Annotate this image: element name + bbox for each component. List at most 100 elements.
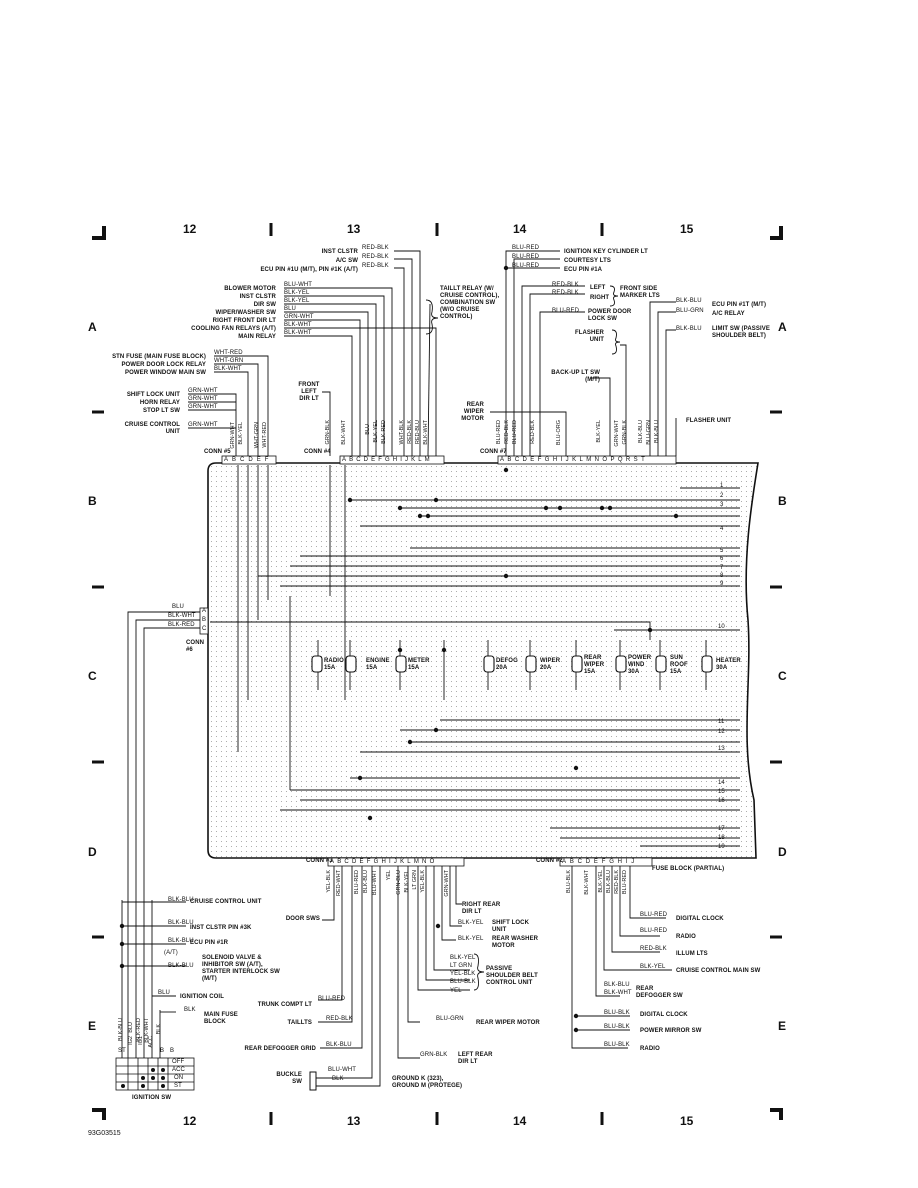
lbl-radio-2: RADIO [640, 1046, 660, 1052]
lbl-ecu-pin: ECU PIN #1U (M/T), PIN #1K (A/T) [260, 267, 358, 273]
c7-wire-k: BLK-YEL [596, 420, 602, 443]
lbl-door-sws: DOOR SWS [285, 916, 320, 922]
c7-wire-b: RED-BLK [504, 420, 510, 444]
lbl-taillt: TAILLT RELAY (W/ CRUISE CONTROL), COMBIN… [440, 286, 500, 320]
lbl-rear-defog-sw: REAR DEFOGGER SW [636, 986, 683, 999]
c3-wire-n: GRN-WHT [444, 870, 450, 897]
c3-wire-e: BLK-BLU [363, 870, 369, 893]
lbl-ground: GROUND K (323), GROUND M (PROTEGE) [392, 1076, 463, 1089]
lbl-digital-clock: DIGITAL CLOCK [676, 916, 724, 922]
w-coil: BLU [158, 990, 170, 996]
bus-10: 10 [718, 624, 725, 630]
w-main: BLK-WHT [284, 330, 312, 336]
bus-19: 19 [718, 844, 725, 850]
c3-wire-d: BLU-RED [354, 870, 360, 895]
fuse-block-panel [207, 462, 759, 859]
w-inst-3k: BLK-BLU [168, 920, 194, 926]
fuse-power-wind: POWER WIND 30A [628, 655, 652, 675]
w-ecu1t: BLK-BLU [676, 298, 702, 304]
w-wiper: BLU [284, 306, 296, 312]
w-tail: RED-BLK [326, 1016, 353, 1022]
w-inst-clstr: RED-BLK [362, 245, 389, 251]
w-ac-sw: RED-BLK [362, 254, 389, 260]
lbl-front-side: FRONT SIDE MARKER LTS [620, 286, 660, 299]
lbl-ign-coil: IGNITION COIL [180, 994, 224, 1000]
zone-13-bottom: 13 [347, 1114, 361, 1128]
w-rf: GRN-WHT [284, 314, 314, 320]
lbl-ecu1t: ECU PIN #1T (M/T) [712, 302, 767, 308]
ign-wire-5: BLK [156, 1024, 162, 1035]
bus-13: 13 [718, 746, 725, 752]
w-r2: BLU-BLK [604, 1042, 630, 1048]
c3-wire-j: BLK-YEL [404, 870, 410, 893]
w-cruise: GRN-WHT [188, 422, 218, 428]
w-p4: BLU-BLK [450, 979, 476, 985]
zone-12-bottom: 12 [183, 1114, 197, 1128]
w-pdl: WHT-GRN [214, 358, 244, 364]
c4-wire-f: BLK-YEL [373, 420, 379, 443]
c3-wire-b: RED-WHT [336, 870, 342, 896]
zone-13-top: 13 [347, 222, 361, 236]
w-rd2: BLK-WHT [604, 990, 632, 996]
ign-col-b2: B [170, 1048, 175, 1054]
w-dc2: BLU-BLK [604, 1010, 630, 1016]
frame-corners [92, 226, 783, 1120]
fuse-sun-roof: SUN ROOF 15A [670, 655, 688, 675]
lbl-power-window: POWER WINDOW MAIN SW [125, 370, 206, 376]
ign-col-ig2: IG2 [128, 1036, 134, 1045]
flasher-brace [611, 329, 621, 355]
frame-ticks [92, 223, 782, 1125]
lbl-rear-defog-grid: REAR DEFOGGER GRID [244, 1046, 316, 1052]
fuse-radio: RADIO 15A [324, 658, 344, 671]
lbl-taillts: TAILLTS [287, 1020, 312, 1026]
bus-7: 7 [720, 565, 724, 571]
conn4-label: CONN #4 [304, 449, 331, 455]
w-ign: BLU-RED [512, 245, 540, 251]
bus-6: 6 [720, 556, 724, 562]
ignition-sw-dots [121, 1068, 165, 1088]
w-ecu-1r: BLK-BLU [168, 938, 194, 944]
zone-15-bottom: 15 [680, 1114, 694, 1128]
conn6-wire-c: BLK-RED [168, 622, 195, 628]
bus-9: 9 [720, 581, 724, 587]
lbl-rf-dir: RIGHT FRONT DIR LT [212, 318, 276, 324]
lbl-stn-fuse: STN FUSE (MAIN FUSE BLOCK) [112, 354, 206, 360]
ign-state-acc: ACC [172, 1067, 185, 1073]
c2-wire-h: BLU-RED [622, 870, 628, 895]
c4-wire-k: RED-BLU [415, 420, 421, 445]
lbl-ecu-1r: ECU PIN #1R [190, 940, 229, 946]
w-pwm: BLK-WHT [214, 366, 242, 372]
c4-wire-a: GRN-BLK [325, 420, 331, 445]
w-p5: YEL [450, 988, 462, 994]
c3-wire-k: LT GRN [412, 870, 418, 890]
ign-col-st: ST [118, 1048, 126, 1054]
front-side-brace [609, 285, 619, 307]
c4-wire-j: RED-BLK [407, 420, 413, 444]
lbl-right-rear: RIGHT REAR DIR LT [462, 902, 501, 915]
fuse-block-label: FUSE BLOCK (PARTIAL) [652, 866, 725, 872]
w-pm: BLU-BLK [604, 1024, 630, 1030]
w-illum: RED-BLK [640, 946, 667, 952]
bus-4: 4 [720, 526, 724, 532]
junction-dots [119, 265, 679, 1033]
lbl-ac-relay: A/C RELAY [712, 311, 745, 317]
conn6-pin-b: B [202, 617, 207, 623]
w-dc: BLU-RED [640, 912, 668, 918]
passive-brace [473, 953, 485, 991]
conn6-wire-a: BLU [172, 604, 184, 610]
row-c-left: C [88, 669, 97, 683]
w-right: RED-BLK [552, 290, 579, 296]
lbl-cruise-main: CRUISE CONTROL MAIN SW [676, 968, 761, 974]
w-pdlsw: BLU-RED [552, 308, 580, 314]
bus-2: 2 [720, 493, 724, 499]
w-dir: BLK-YEL [284, 298, 310, 304]
lbl-main-fuse: MAIN FUSE BLOCK [204, 1012, 238, 1025]
ign-wire-3: BLK-RED [136, 1018, 142, 1042]
c2-wire-g: RED-BLK [614, 870, 620, 894]
lbl-cruise-cu-b: CRUISE CONTROL UNIT [190, 899, 262, 905]
ign-col-b1: B [160, 1048, 165, 1054]
c7-wire-p: BLU-GRN [646, 420, 652, 445]
w-radio: BLU-RED [640, 928, 668, 934]
conn5-pins: ABCDEF [224, 457, 273, 463]
row-a-right: A [778, 320, 787, 334]
